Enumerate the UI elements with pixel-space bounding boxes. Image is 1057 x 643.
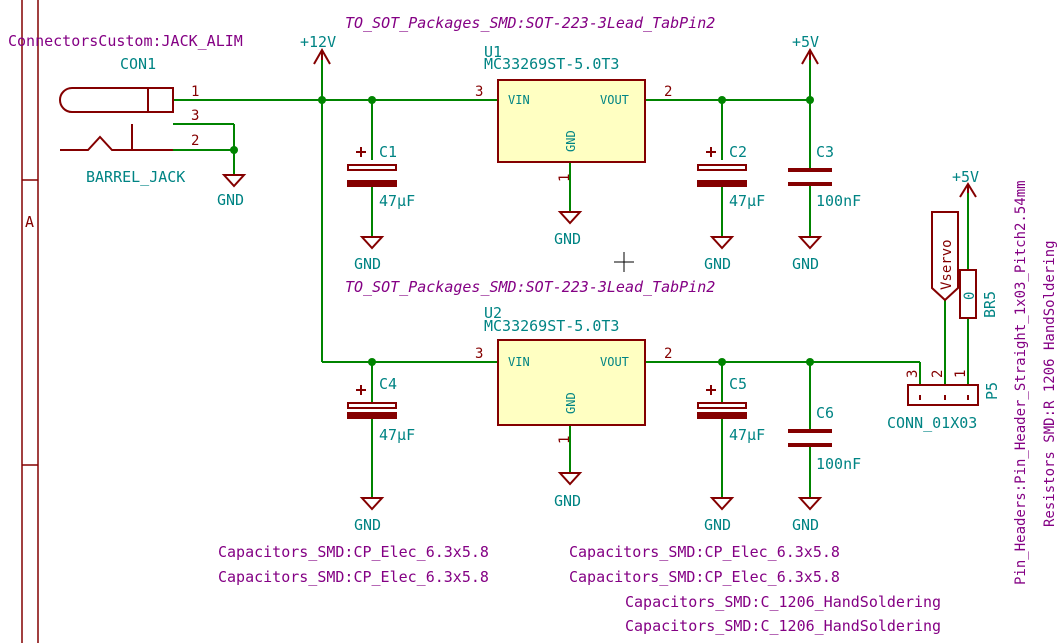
jack-value: BARREL_JACK — [86, 168, 185, 186]
br5-ref: BR5 — [981, 291, 999, 318]
u2-pin-2: 2 — [664, 346, 672, 362]
u1-value: MC33269ST-5.0T3 — [484, 55, 619, 73]
c4-footprint: Capacitors_SMD:CP_Elec_6.3x5.8 — [218, 568, 489, 586]
c1-ref: C1 — [379, 143, 397, 161]
u2-pin-vout: VOUT — [600, 355, 629, 369]
gnd-label-c3: GND — [792, 255, 819, 273]
gnd-label-c2: GND — [704, 255, 731, 273]
c2-value: 47µF — [729, 192, 765, 210]
jack-footprint: ConnectorsCustom:JACK_ALIM — [8, 32, 243, 50]
c1-footprint: Capacitors_SMD:CP_Elec_6.3x5.8 — [218, 543, 489, 561]
c3-value: 100nF — [816, 192, 861, 210]
u1-pin-2: 2 — [664, 84, 672, 100]
vservo-label: Vservo — [939, 239, 955, 290]
wire-junctions — [230, 96, 814, 366]
c6-symbol[interactable] — [788, 429, 832, 447]
p5-pin-3: 3 — [905, 370, 921, 378]
c3-ref: C3 — [816, 143, 834, 161]
u1-pin-vout: VOUT — [600, 93, 629, 107]
c1-symbol[interactable] — [347, 147, 397, 187]
p5-footprint: Pin_Headers:Pin_Header_Straight_1x03_Pit… — [1013, 180, 1029, 585]
jack-pin-2: 2 — [191, 133, 199, 149]
u2-pin-1: 1 — [557, 436, 573, 444]
c1-value: 47µF — [379, 192, 415, 210]
p5-value: CONN_01X03 — [887, 414, 977, 432]
br5-footprint: Resistors_SMD:R_1206_HandSoldering — [1042, 240, 1057, 527]
power-label-12v: +12V — [300, 33, 336, 51]
c2-symbol[interactable] — [697, 147, 747, 187]
gnd-label-u2: GND — [554, 492, 581, 510]
crosshair-cursor — [614, 252, 634, 272]
vservo-label-shape[interactable] — [931, 211, 959, 302]
u2-body[interactable] — [497, 339, 646, 426]
u1-ref: U1 — [484, 43, 502, 61]
c5-footprint: Capacitors_SMD:CP_Elec_6.3x5.8 — [569, 568, 840, 586]
gnd-label-c5: GND — [704, 516, 731, 534]
c3-footprint: Capacitors_SMD:C_1206_HandSoldering — [625, 593, 941, 611]
gnd-label-u1: GND — [554, 230, 581, 248]
gnd-label-c1: GND — [354, 255, 381, 273]
u2-footprint: TO_SOT_Packages_SMD:SOT-223-3Lead_TabPin… — [345, 278, 715, 296]
u2-pin-gnd: GND — [564, 392, 578, 414]
u1-footprint: TO_SOT_Packages_SMD:SOT-223-3Lead_TabPin… — [345, 14, 715, 32]
power-arrow-5v-right[interactable] — [959, 182, 977, 198]
u1-pin-3: 3 — [475, 84, 483, 100]
p5-pin-2: 2 — [930, 370, 946, 378]
u2-value: MC33269ST-5.0T3 — [484, 317, 619, 335]
sheet-zone-label: A — [25, 213, 34, 231]
jack-pin-1: 1 — [191, 84, 199, 100]
c6-ref: C6 — [816, 404, 834, 422]
c4-ref: C4 — [379, 375, 397, 393]
gnd-label-c4: GND — [354, 516, 381, 534]
wires — [173, 60, 969, 497]
c6-footprint: Capacitors_SMD:C_1206_HandSoldering — [625, 617, 941, 635]
br5-value: 0 — [962, 292, 978, 300]
p5-ref: P5 — [983, 382, 1001, 400]
c5-value: 47µF — [729, 426, 765, 444]
c2-footprint: Capacitors_SMD:CP_Elec_6.3x5.8 — [569, 543, 840, 561]
power-label-5v-top: +5V — [792, 33, 819, 51]
u1-pin-gnd: GND — [564, 130, 578, 152]
p5-connector[interactable] — [907, 384, 979, 406]
u2-pin-vin: VIN — [508, 355, 530, 369]
jack-ref: CON1 — [120, 55, 156, 73]
c2-ref: C2 — [729, 143, 747, 161]
u2-pin-3: 3 — [475, 346, 483, 362]
c4-symbol[interactable] — [347, 385, 397, 419]
barrel-jack[interactable] — [59, 87, 174, 151]
c4-value: 47µF — [379, 426, 415, 444]
u1-pin-1: 1 — [557, 174, 573, 182]
c5-ref: C5 — [729, 375, 747, 393]
power-arrow-5v-top[interactable] — [801, 47, 819, 65]
power-label-5v-right: +5V — [952, 168, 979, 186]
gnd-label-jack: GND — [217, 191, 244, 209]
p5-pin-1: 1 — [953, 370, 969, 378]
power-arrow-12v[interactable] — [313, 47, 331, 65]
c6-value: 100nF — [816, 455, 861, 473]
c5-symbol[interactable] — [697, 385, 747, 419]
u1-body[interactable] — [497, 79, 646, 163]
gnd-label-c6: GND — [792, 516, 819, 534]
br5-body[interactable] — [959, 269, 977, 319]
u2-ref: U2 — [484, 304, 502, 322]
gnd-symbols[interactable] — [221, 174, 823, 511]
u1-pin-vin: VIN — [508, 93, 530, 107]
c3-symbol[interactable] — [788, 168, 832, 186]
sheet-border — [21, 0, 39, 643]
jack-pin-3: 3 — [191, 108, 199, 124]
